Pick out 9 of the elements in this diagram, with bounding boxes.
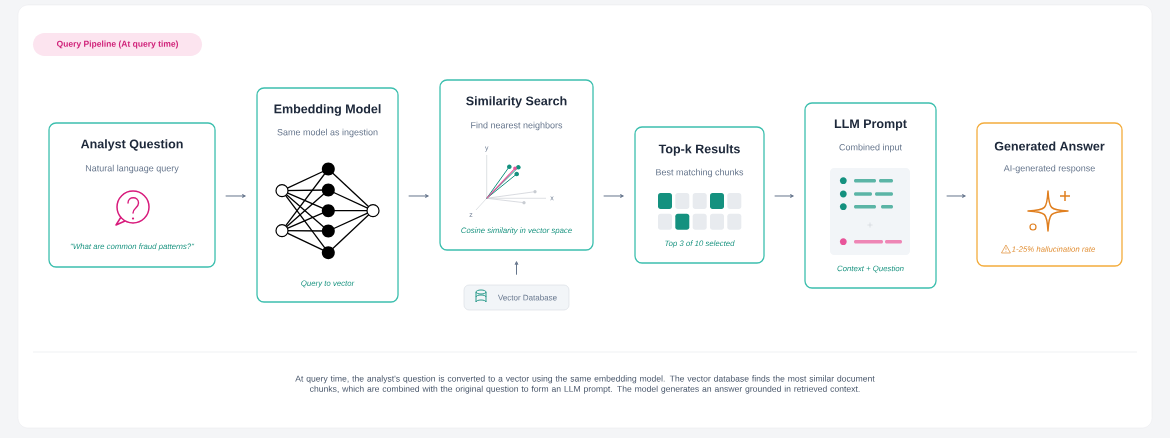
arrow (225, 194, 246, 198)
arrow (946, 194, 966, 198)
database-chip: Vector Database (463, 284, 570, 311)
section-badge: Query Pipeline (At query time) (33, 33, 202, 56)
arrow (603, 194, 624, 198)
arrow (408, 194, 429, 198)
caption: At query time, the analyst's question is converted to a vector using the same embedding model. The vector database finds the most similar document chunks, which are combined with the original question to form an LLM prompt. The model generates an answer grounded in retrieved context. (295, 375, 875, 394)
arrow (514, 261, 519, 276)
arrow (774, 194, 794, 198)
